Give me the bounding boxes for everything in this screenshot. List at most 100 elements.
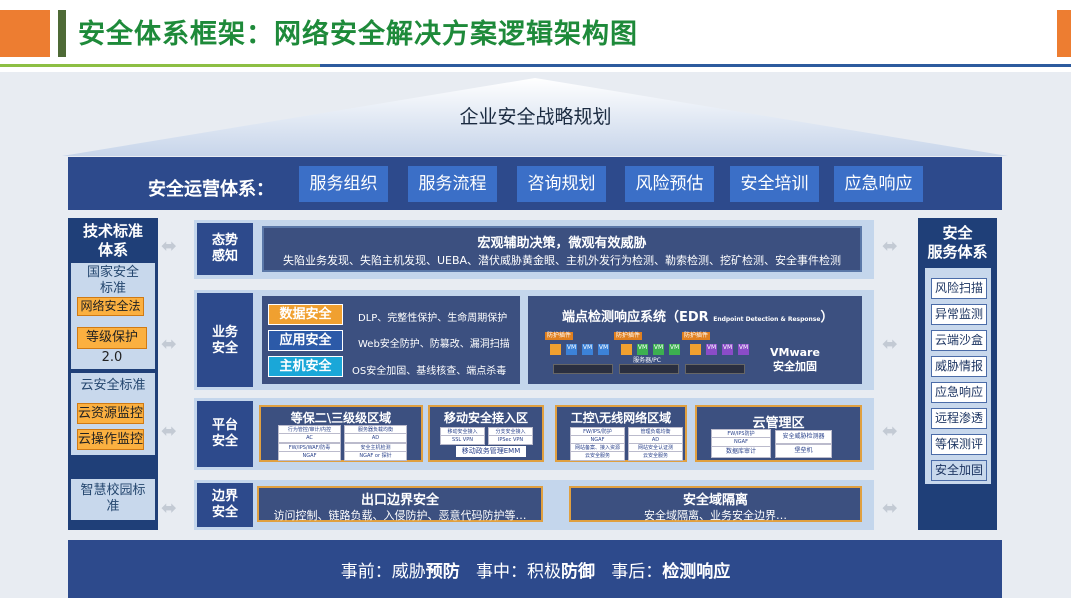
tag-app-security: 应用安全 (268, 330, 343, 351)
ops-item: 服务组织 (299, 166, 388, 202)
foundation-text: 事前：威胁预防 事中：积极防御 事后：检测响应 (340, 562, 731, 582)
vmware-label: VMware 安全加固 (770, 346, 820, 373)
badge-cybersecurity-law: 网络安全法 (77, 297, 144, 316)
domain-isolation-desc: 安全域隔离、业务安全边界… (644, 509, 787, 522)
divider-blue (320, 64, 1071, 67)
zone-cell: NGAF or 探针 (344, 451, 407, 461)
edr-title: 端点检测响应系统（EDR Endpoint Detection & Respon… (562, 310, 834, 325)
situation-desc: 失陷业务发现、失陷主机发现、UEBA、潜伏威胁黄金眼、主机外发行为检测、勒索检测… (282, 254, 842, 267)
vm-icon (621, 344, 632, 355)
zone-ics-title: 工控\无线网络区域 (570, 411, 672, 425)
server-icon (553, 364, 613, 374)
vm-icon (690, 344, 701, 355)
tag-host-security: 主机安全 (268, 356, 343, 377)
vm-icon: VM (738, 344, 749, 355)
tag-data-security: 数据安全 (268, 304, 343, 325)
orange-accent-left (0, 10, 50, 57)
double-arrow-icon: ⬌ (882, 497, 898, 519)
tech-standard-title: 技术标准 体系 (82, 222, 143, 259)
server-icon (619, 364, 679, 374)
double-arrow-icon: ⬌ (161, 497, 177, 519)
double-arrow-icon: ⬌ (161, 420, 177, 442)
ops-item: 应急响应 (834, 166, 923, 202)
zone-mobile-emm: 移动政务管理EMM (456, 446, 526, 457)
zone-cell: IPSec VPN (488, 435, 533, 445)
ops-item: 安全培训 (730, 166, 819, 202)
cloud-standard-label: 云安全标准 (80, 378, 146, 393)
zone-cell: 安全威胁检测器 (775, 430, 832, 444)
egress-boundary-desc: 访问控制、链路负载、入侵防护、恶意代码防护等… (273, 509, 527, 522)
double-arrow-icon: ⬌ (161, 235, 177, 257)
national-standard-label: 国家安全 标准 (86, 265, 139, 296)
double-arrow-icon: ⬌ (882, 333, 898, 355)
service-item: 云端沙盒 (931, 330, 987, 351)
badge-cloud-operation: 云操作监控 (77, 429, 144, 450)
egress-boundary-box (257, 486, 543, 522)
zone-mlps-title: 等保二\三级级区域 (290, 411, 392, 425)
server-icon (685, 364, 745, 374)
service-item: 风险扫描 (931, 278, 987, 299)
service-item: 远程渗透 (931, 408, 987, 429)
roof-label: 企业安全战略规划 (459, 106, 612, 128)
zone-cell: 数据库审计 (711, 446, 771, 458)
vm-icon: VM (722, 344, 733, 355)
egress-boundary-title: 出口边界安全 (360, 493, 439, 508)
tag-host-desc: OS安全加固、基线核查、端点杀毒 (352, 366, 507, 377)
vm-icon: VM (582, 344, 593, 355)
boundary-label: 边界 安全 (197, 483, 253, 527)
vm-icon (550, 344, 561, 355)
badge-mlps: 等级保护2.0 (77, 327, 147, 365)
page-title: 安全体系框架：网络安全解决方案逻辑架构图 (78, 19, 638, 50)
orange-accent-right (1057, 10, 1071, 57)
national-standard-group (71, 263, 155, 369)
roof-shape (62, 78, 1008, 156)
badge-cloud-resource: 云资源监控 (77, 403, 144, 424)
service-item: 安全加固 (931, 460, 987, 481)
vm-icon: VM (669, 344, 680, 355)
ops-item: 服务流程 (408, 166, 497, 202)
shield-icon: 防护插件 (682, 332, 710, 340)
server-label: 服务器/PC (624, 357, 670, 365)
vm-icon: VM (653, 344, 664, 355)
service-item: 威胁情报 (931, 356, 987, 377)
platform-label: 平台 安全 (197, 401, 253, 467)
double-arrow-icon: ⬌ (161, 333, 177, 355)
shield-icon: 防护插件 (614, 332, 642, 340)
service-item: 异常监测 (931, 304, 987, 325)
divider-green (0, 64, 320, 67)
service-title: 安全 服务体系 (927, 224, 988, 261)
vm-icon: VM (566, 344, 577, 355)
double-arrow-icon: ⬌ (882, 235, 898, 257)
vm-icon: VM (706, 344, 717, 355)
zone-mobile-title: 移动安全接入区 (443, 411, 528, 425)
vm-icon: VM (598, 344, 609, 355)
tag-app-desc: Web安全防护、防篡改、漏洞扫描 (358, 339, 510, 350)
business-label: 业务 安全 (197, 293, 253, 387)
campus-standard-label: 智慧校园标 准 (80, 483, 146, 514)
zone-cell: 云安全服务 (628, 451, 683, 461)
campus-standard-group (71, 479, 155, 520)
zone-cell: AC (278, 433, 341, 443)
situation-box (262, 226, 862, 272)
foundation-band (68, 540, 1002, 598)
zone-cell: SSL VPN (440, 435, 485, 445)
tag-data-desc: DLP、完整性保护、生命周期保护 (358, 313, 508, 324)
ops-label: 安全运营体系： (148, 179, 274, 200)
ops-item: 风险预估 (625, 166, 714, 202)
service-item: 等保测评 (931, 434, 987, 455)
service-item: 应急响应 (931, 382, 987, 403)
zone-cell: 堡垒机 (775, 444, 832, 458)
zone-cell: AD (344, 433, 407, 443)
vm-icon: VM (637, 344, 648, 355)
situation-title: 宏观辅助决策，微观有效威胁 (477, 236, 647, 251)
green-title-bar (58, 10, 66, 57)
shield-icon: 防护插件 (545, 332, 573, 340)
zone-cell: 云安全服务 (570, 451, 625, 461)
domain-isolation-box (569, 486, 862, 522)
double-arrow-icon: ⬌ (882, 420, 898, 442)
ops-item: 咨询规划 (517, 166, 606, 202)
zone-cloud-title: 云管理区 (752, 416, 805, 431)
domain-isolation-title: 安全域隔离 (682, 493, 748, 508)
zone-cell: NGAF (278, 451, 341, 461)
situation-label: 态势 感知 (197, 223, 253, 275)
